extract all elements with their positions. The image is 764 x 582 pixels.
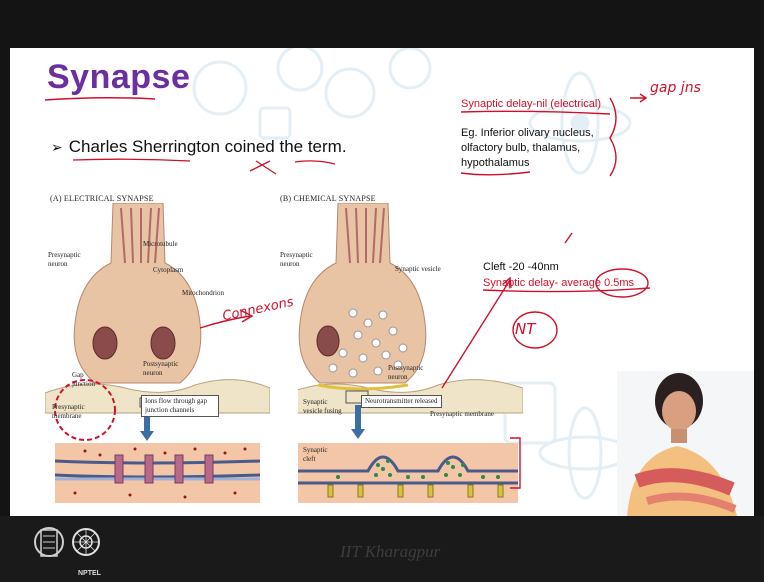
nptel-logo-icon bbox=[70, 522, 102, 566]
footer-institution: IIT Kharagpur bbox=[340, 542, 440, 562]
presenter-video bbox=[617, 371, 754, 516]
nptel-label: NPTEL bbox=[78, 570, 101, 577]
iit-logo-icon bbox=[33, 522, 65, 566]
